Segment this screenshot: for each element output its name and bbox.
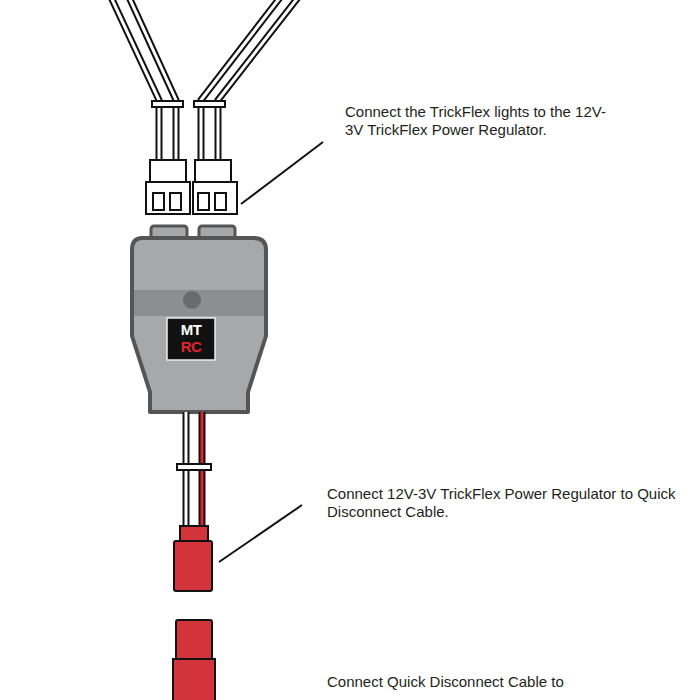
wire-bands bbox=[152, 101, 225, 107]
logo-text: MT bbox=[169, 322, 213, 337]
power-regulator bbox=[132, 226, 266, 412]
callout-text: Connect 12V-3V TrickFlex Power Regulator… bbox=[327, 485, 687, 521]
callout-text: Connect the TrickFlex lights to the 12V-… bbox=[345, 103, 623, 139]
logo-text: RC bbox=[169, 339, 213, 354]
light-plugs bbox=[146, 160, 237, 214]
regulator-wires bbox=[177, 412, 211, 530]
callout-text: Connect Quick Disconnect Cable to bbox=[327, 673, 687, 691]
light-wires bbox=[110, 0, 300, 160]
quick-disconnect-plugs bbox=[173, 526, 215, 700]
